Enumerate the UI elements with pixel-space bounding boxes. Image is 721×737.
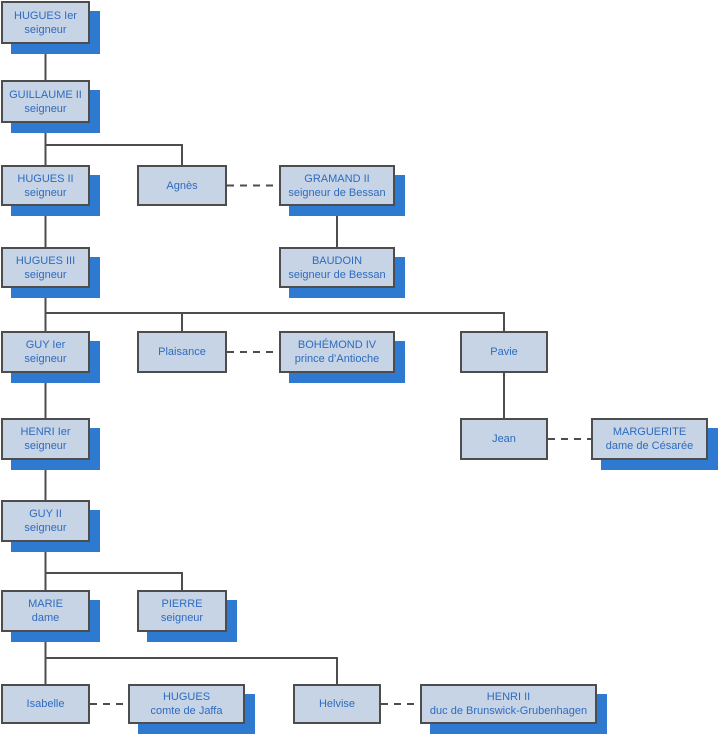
- person-node-bohemond4[interactable]: BOHÉMOND IV prince d’Antioche: [279, 331, 395, 373]
- person-name: Pavie: [490, 346, 518, 358]
- person-node-guy2[interactable]: GUY II seigneur: [1, 500, 90, 542]
- person-name: Plaisance: [158, 346, 206, 358]
- person-title: dame de Césarée: [605, 440, 694, 452]
- person-name: PIERRE: [161, 598, 203, 610]
- person-name: HENRI II: [486, 691, 531, 703]
- person-name: MARGUERITE: [612, 426, 687, 438]
- person-name: Agnès: [166, 179, 198, 192]
- person-name: HENRI Ier: [20, 426, 71, 438]
- person-name: HUGUES Ier: [14, 9, 77, 22]
- person-name: HUGUES: [162, 691, 211, 703]
- person-node-guy1[interactable]: GUY Ier seigneur: [1, 331, 90, 373]
- descent-line: [44, 288, 505, 331]
- person-title: prince d’Antioche: [294, 353, 380, 365]
- person-title: seigneur: [160, 612, 204, 624]
- person-title: seigneur de Bessan: [288, 186, 386, 199]
- person-title: duc de Brunswick-Grubenhagen: [429, 705, 588, 717]
- person-title: seigneur: [24, 522, 67, 534]
- person-node-plaisance[interactable]: Plaisance: [137, 331, 227, 373]
- person-node-henri1[interactable]: HENRI Ier seigneur: [1, 418, 90, 460]
- person-node-agnes[interactable]: Agnès: [137, 165, 227, 206]
- person-node-marguerite[interactable]: MARGUERITE dame de Césarée: [591, 418, 708, 460]
- person-name: HUGUES II: [17, 172, 74, 185]
- person-title: dame: [31, 612, 60, 624]
- person-title: seigneur: [24, 268, 67, 281]
- person-name: GRAMAND II: [304, 172, 370, 185]
- descent-lines: [44, 44, 505, 684]
- person-name: GUY Ier: [25, 339, 66, 351]
- person-title: seigneur: [24, 353, 67, 365]
- person-name: HUGUES III: [15, 254, 76, 267]
- person-node-pierre[interactable]: PIERRE seigneur: [137, 590, 227, 632]
- person-title: seigneur: [24, 102, 67, 115]
- person-node-marie[interactable]: MARIE dame: [1, 590, 90, 632]
- person-title: seigneur: [24, 186, 67, 199]
- person-name: GUILLAUME II: [9, 88, 82, 101]
- person-name: BAUDOIN: [311, 254, 363, 267]
- person-name: MARIE: [28, 598, 63, 610]
- person-title: seigneur: [24, 23, 67, 36]
- person-name: BOHÉMOND IV: [297, 339, 377, 351]
- person-node-henri2[interactable]: HENRI II duc de Brunswick-Grubenhagen: [420, 684, 597, 724]
- person-node-helvise[interactable]: Helvise: [293, 684, 381, 724]
- person-node-jean[interactable]: Jean: [460, 418, 548, 460]
- person-name: Isabelle: [26, 698, 65, 710]
- person-title: seigneur de Bessan: [288, 268, 386, 281]
- person-node-isabelle[interactable]: Isabelle: [1, 684, 90, 724]
- person-name: Jean: [492, 433, 516, 445]
- person-name: GUY II: [29, 508, 62, 520]
- person-title: seigneur: [24, 440, 67, 452]
- person-title: comte de Jaffa: [150, 705, 223, 717]
- person-name: Helvise: [318, 698, 356, 710]
- person-node-hugues_jaffa[interactable]: HUGUES comte de Jaffa: [128, 684, 245, 724]
- person-node-pavie[interactable]: Pavie: [460, 331, 548, 373]
